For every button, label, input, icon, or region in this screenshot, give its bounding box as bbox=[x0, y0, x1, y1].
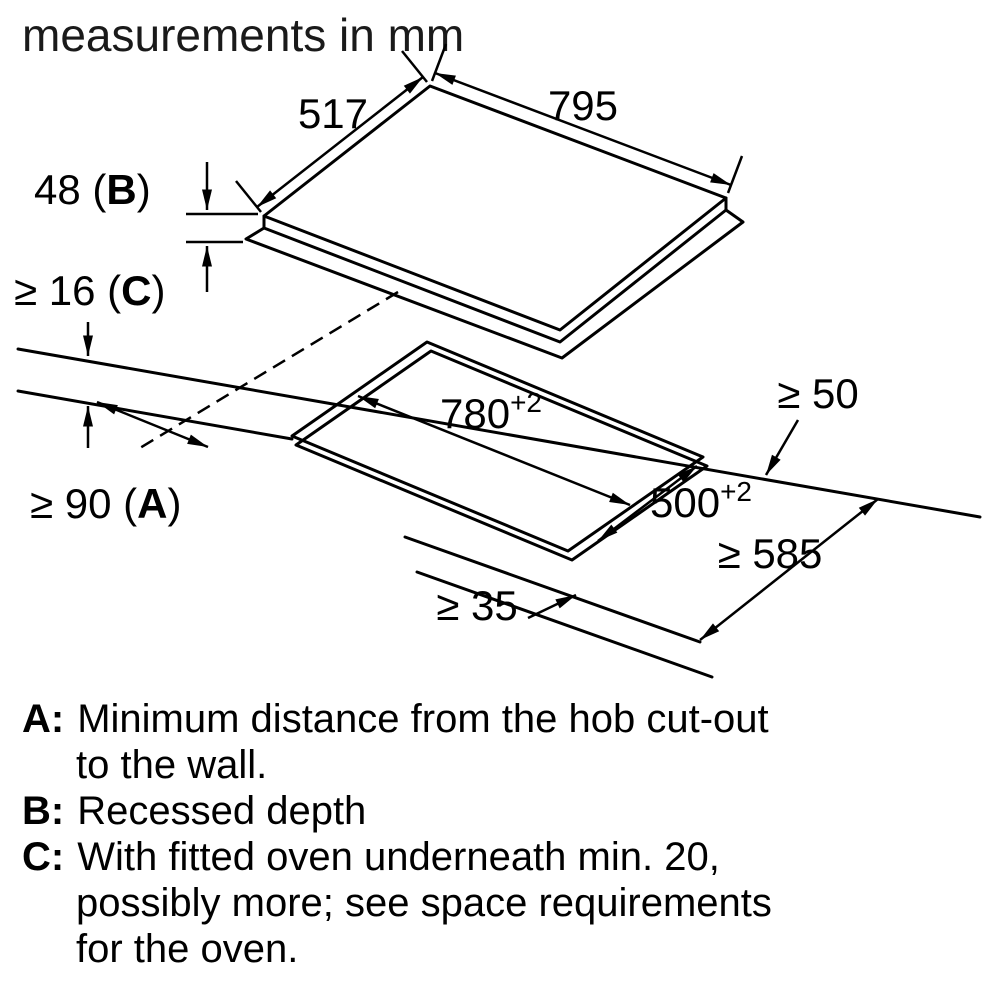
dim-795-ext-tick-right bbox=[726, 155, 744, 194]
dim-90-arrow bbox=[96, 400, 209, 449]
page-title: measurements in mm bbox=[22, 9, 465, 61]
cutout-outer-edge bbox=[290, 340, 705, 553]
dim-517-arrow bbox=[256, 76, 424, 208]
legend-text-c-line3: for the oven. bbox=[76, 927, 299, 971]
legend-letter-b: B bbox=[22, 789, 51, 833]
dim-780-label: 780+2 bbox=[440, 387, 542, 437]
dim-16-label: ≥ 16 (C) bbox=[14, 267, 165, 314]
dim-worktop-depth: ≥ 585 bbox=[699, 498, 879, 641]
legend-sep-b: : bbox=[50, 789, 65, 833]
legend-item-b: B: Recessed depth bbox=[22, 788, 972, 834]
dim-worktop-thickness: ≥ 16 (C) bbox=[14, 267, 165, 448]
dim-50-arrow bbox=[764, 419, 800, 476]
dim-795-arrow bbox=[434, 71, 732, 187]
legend: A:Minimum distance from the hob cut-out … bbox=[22, 696, 972, 972]
legend-text-a-line2: to the wall. bbox=[76, 743, 268, 787]
dim-front-clearance: ≥ 35 bbox=[436, 582, 577, 629]
worktop-front-bottom-edge bbox=[415, 570, 714, 679]
dim-585-arrow bbox=[699, 498, 879, 641]
dim-795-ext-tick-top bbox=[430, 43, 448, 82]
hob-recess-lip bbox=[244, 208, 745, 360]
dim-50-label: ≥ 50 bbox=[777, 370, 858, 417]
legend-text-c-line1: With fitted oven underneath min. 20, bbox=[77, 835, 720, 879]
dim-recessed-depth: 48 (B) bbox=[34, 162, 258, 292]
dim-side-clearance: ≥ 90 (A) bbox=[30, 400, 209, 527]
legend-item-a: A:Minimum distance from the hob cut-out … bbox=[22, 696, 972, 788]
hob-installation-drawing: 517 795 48 (B) ≥ 16 (C) bbox=[14, 43, 982, 679]
dim-500-label: 500+2 bbox=[650, 476, 752, 526]
worktop-rear-bottom-edge bbox=[16, 389, 294, 441]
dim-48-label: 48 (B) bbox=[34, 166, 151, 213]
dim-517-ext-tick-left bbox=[235, 180, 262, 213]
dim-35-arrow bbox=[527, 593, 577, 620]
dim-500-arrow bbox=[597, 465, 698, 542]
dim-hob-width: 795 bbox=[430, 43, 744, 194]
legend-text-a-line1: Minimum distance from the hob cut-out bbox=[77, 697, 769, 741]
dim-rear-clearance: ≥ 50 bbox=[764, 370, 859, 476]
dim-517-label: 517 bbox=[298, 90, 368, 137]
legend-text-c-line2: possibly more; see space requirements bbox=[76, 881, 772, 925]
dim-cutout-length: 780+2 bbox=[357, 387, 631, 507]
cutout-inner-edge bbox=[294, 349, 709, 562]
legend-letter-c: C bbox=[22, 835, 51, 879]
dim-780-arrow bbox=[357, 394, 631, 507]
legend-letter-a: A bbox=[22, 697, 51, 741]
dim-hob-depth: 517 bbox=[235, 50, 428, 213]
legend-sep-a: : bbox=[50, 697, 65, 741]
worktop-front-top-edge bbox=[403, 535, 702, 644]
dim-795-label: 795 bbox=[548, 82, 618, 129]
dim-90-label: ≥ 90 (A) bbox=[30, 480, 181, 527]
side-wall-dashed-line bbox=[139, 290, 399, 450]
dim-35-label: ≥ 35 bbox=[436, 582, 517, 629]
legend-sep-c: : bbox=[50, 835, 65, 879]
legend-item-c: C: With fitted oven underneath min. 20, p… bbox=[22, 834, 972, 972]
legend-text-b-line1: Recessed depth bbox=[77, 789, 367, 833]
dim-585-label: ≥ 585 bbox=[718, 530, 823, 577]
hob-side-faces bbox=[262, 196, 728, 344]
